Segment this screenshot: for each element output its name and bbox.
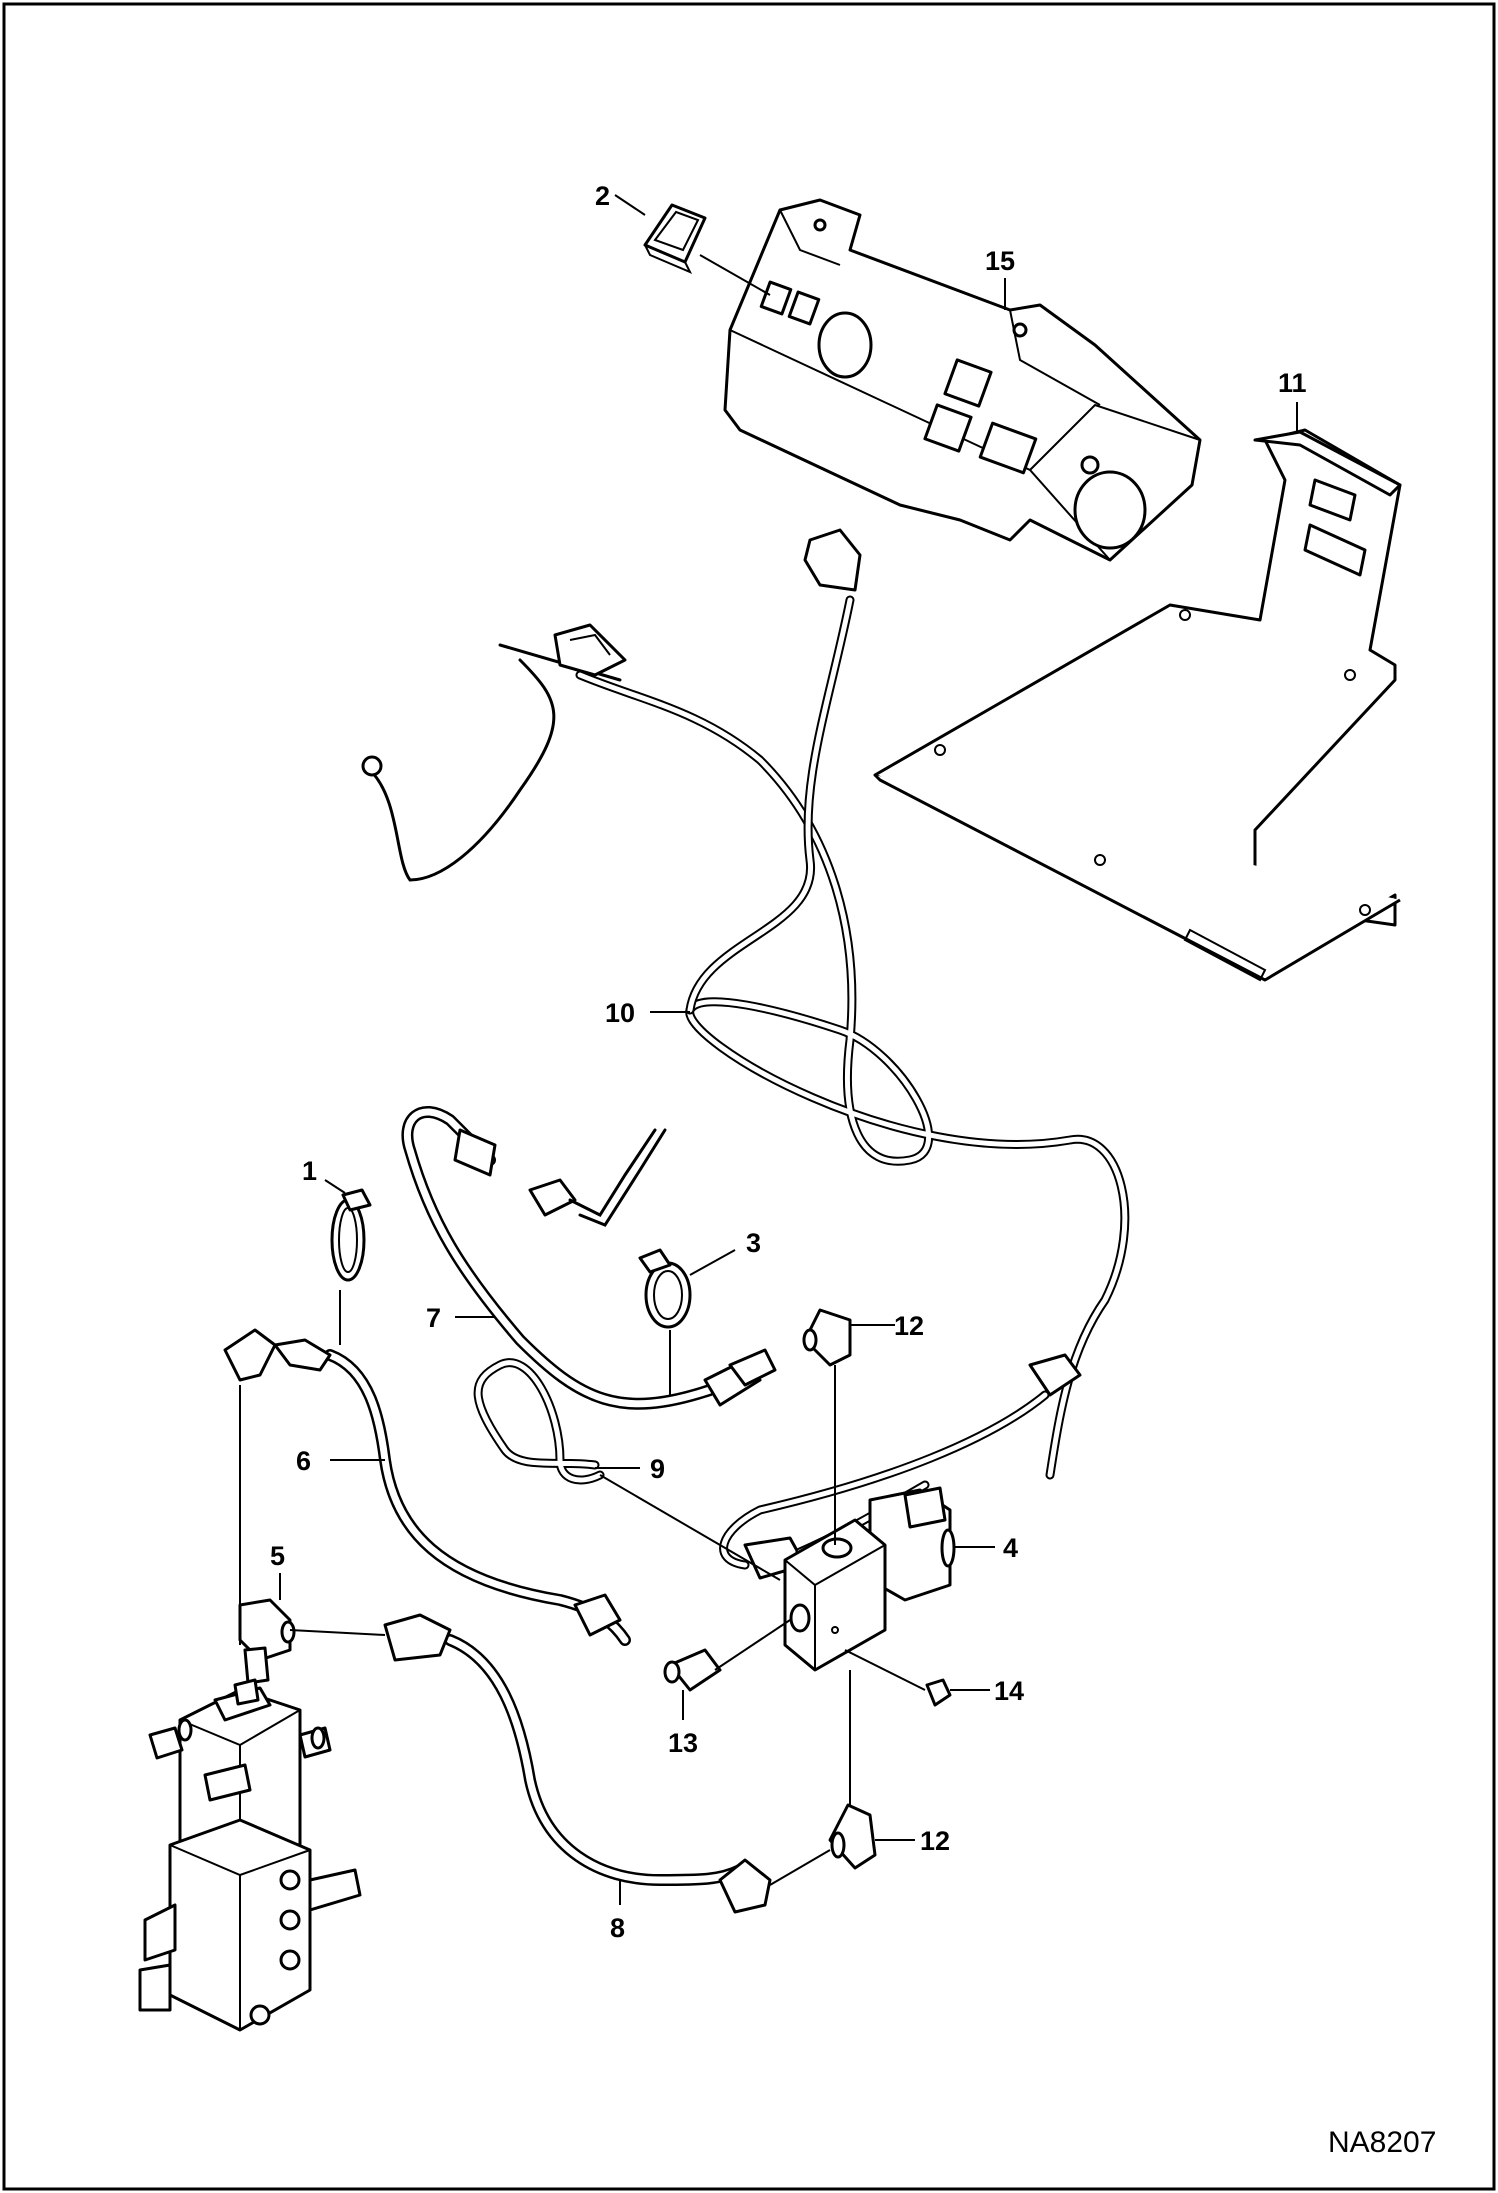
tee-fitting-part-5 xyxy=(238,1598,296,1685)
callout-12-top: 12 xyxy=(894,1311,924,1341)
floor-plate-part-11 xyxy=(873,428,1402,982)
hose-part-6 xyxy=(223,1328,631,1646)
callout-12-bottom: 12 xyxy=(920,1826,950,1856)
clamp-part-3 xyxy=(638,1248,692,1395)
callout-4: 4 xyxy=(1003,1533,1018,1563)
callout-9: 9 xyxy=(650,1454,665,1484)
leader-2 xyxy=(614,194,646,216)
callout-6: 6 xyxy=(296,1446,311,1476)
elbow-fitting-part-12-top xyxy=(802,1308,852,1545)
figure-id: NA8207 xyxy=(1328,2126,1436,2159)
callout-11: 11 xyxy=(1278,368,1307,398)
plug-part-14 xyxy=(844,1649,952,1707)
callout-14: 14 xyxy=(994,1676,1024,1706)
callout-7: 7 xyxy=(426,1303,441,1333)
callout-1: 1 xyxy=(302,1156,317,1186)
clamp-part-1 xyxy=(330,1188,372,1345)
callout-2: 2 xyxy=(595,181,610,211)
wire-part-9 xyxy=(473,1358,781,1581)
valve-block xyxy=(783,1518,887,1672)
callout-8: 8 xyxy=(610,1913,625,1943)
callout-13: 13 xyxy=(668,1728,698,1758)
dash-panel-part-15 xyxy=(723,198,1202,562)
switch-part-2 xyxy=(643,203,771,296)
leader-3 xyxy=(689,1249,736,1276)
callout-5: 5 xyxy=(270,1541,285,1571)
harness-part-10 xyxy=(361,528,1130,1580)
swivel-manifold xyxy=(138,1678,362,2032)
leader-1 xyxy=(324,1179,346,1194)
callout-3: 3 xyxy=(746,1228,761,1258)
hose-part-7 xyxy=(401,1106,777,1410)
fitting-part-13 xyxy=(663,1619,791,1692)
elbow-fitting-part-12-bottom xyxy=(828,1670,877,1870)
callout-15: 15 xyxy=(985,246,1015,276)
callout-10: 10 xyxy=(605,998,635,1028)
hose-part-8 xyxy=(289,1613,831,1914)
